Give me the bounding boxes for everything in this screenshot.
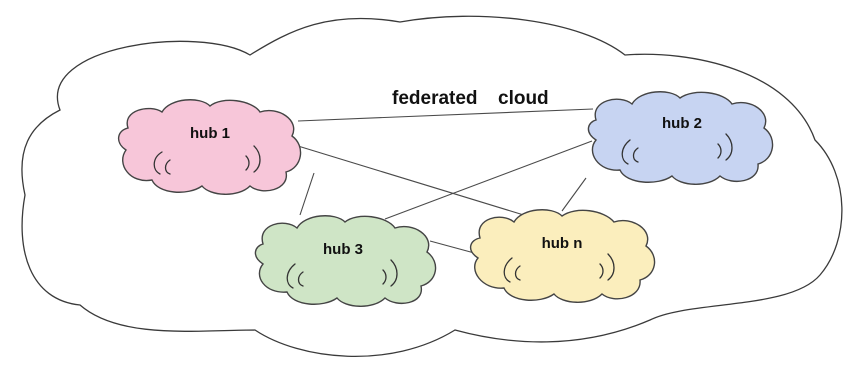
hub-n-label: hub n: [542, 235, 583, 252]
hub-1-scribble: [153, 145, 261, 175]
hub-n-cloud: [470, 209, 656, 303]
hub-links: [297, 108, 594, 255]
hub-3[interactable]: hub 3: [254, 215, 437, 307]
link-hub2-hubn: [561, 177, 587, 212]
link-hub1-hubn: [297, 145, 528, 217]
link-hub2-hub3: [384, 140, 593, 220]
hubs-group: hub 1 hub 2 hub 3 hub n: [118, 91, 774, 307]
hub-3-cloud: [254, 215, 437, 307]
hub-1-label: hub 1: [190, 125, 230, 142]
hub-2-label: hub 2: [662, 115, 702, 132]
hub-3-scribble: [286, 259, 398, 289]
hub-1[interactable]: hub 1: [118, 99, 302, 195]
hub-n-scribble: [503, 253, 615, 283]
link-hub1-hub3: [299, 172, 315, 216]
hub-1-cloud: [118, 99, 302, 195]
link-hub3-hubn: [429, 240, 479, 255]
hub-2-scribble: [621, 133, 733, 165]
hub-2-cloud: [587, 91, 774, 185]
federated-cloud-outline: [21, 15, 843, 358]
hub-n[interactable]: hub n: [470, 209, 656, 303]
link-hub1-hub2: [297, 108, 594, 122]
hub-3-label: hub 3: [323, 241, 363, 258]
diagram-title-part2: cloud: [498, 88, 549, 109]
hub-2[interactable]: hub 2: [587, 91, 774, 185]
diagram-title-part1: federated: [392, 88, 478, 109]
